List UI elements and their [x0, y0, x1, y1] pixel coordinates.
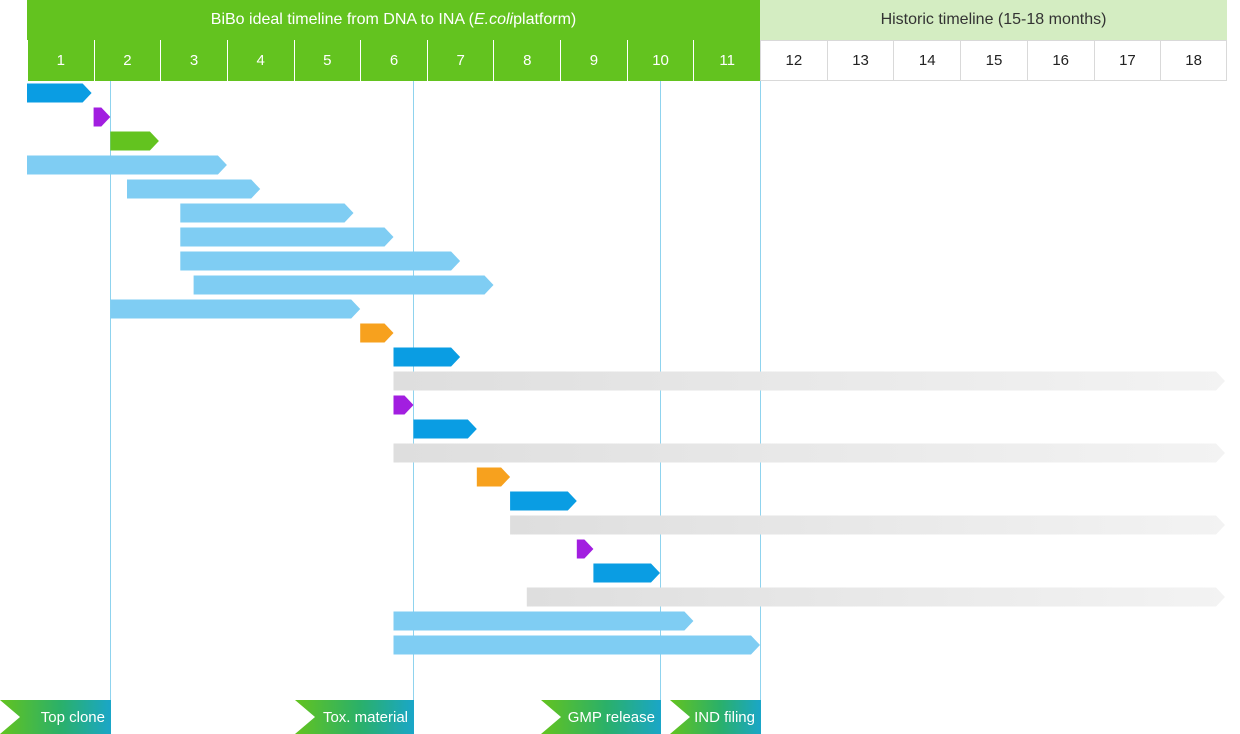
task-bar-18 — [510, 491, 577, 511]
month-1: 1 — [27, 40, 94, 81]
month-8: 8 — [493, 40, 561, 81]
task-bar-11 — [360, 323, 394, 343]
task-bar-19 — [510, 515, 1226, 535]
task-bar-16 — [393, 443, 1225, 463]
bibo-title-prefix: BiBo ideal timeline from DNA to INA ( — [210, 11, 474, 28]
task-bar-14 — [393, 395, 414, 415]
month-11: 11 — [693, 40, 760, 81]
task-bar-7 — [180, 227, 394, 247]
month-2: 2 — [93, 40, 161, 81]
task-bar-12 — [393, 347, 461, 367]
month-14: 14 — [893, 40, 961, 81]
milestone-line-4 — [760, 81, 761, 734]
month-10: 10 — [626, 40, 694, 81]
task-bar-3 — [110, 131, 159, 151]
task-bar-4 — [27, 155, 227, 175]
month-18: 18 — [1160, 40, 1227, 81]
task-bar-22 — [526, 587, 1225, 607]
historic-title: Historic timeline (15-18 months) — [880, 11, 1107, 28]
month-3: 3 — [160, 40, 227, 81]
bibo-title-suffix: platform) — [513, 11, 577, 28]
task-bar-17 — [476, 467, 511, 487]
task-bar-24 — [393, 635, 760, 655]
month-7: 7 — [426, 40, 494, 81]
task-bar-21 — [593, 563, 660, 583]
task-bar-5 — [127, 179, 261, 199]
month-16: 16 — [1026, 40, 1094, 81]
task-bars — [27, 83, 1226, 655]
month-9: 9 — [560, 40, 627, 81]
bibo-timeline-header: BiBo ideal timeline from DNA to INA (E.c… — [27, 0, 760, 40]
milestone-line-2 — [413, 81, 414, 734]
task-bar-8 — [180, 251, 461, 271]
milestone-top-clone: Top clone — [0, 700, 111, 734]
task-bar-2 — [93, 107, 111, 127]
month-13: 13 — [826, 40, 894, 81]
task-bar-23 — [393, 611, 694, 631]
milestone-tox-material: Tox. material — [295, 700, 414, 734]
task-bar-9 — [193, 275, 494, 295]
month-4: 4 — [226, 40, 294, 81]
historic-timeline-header: Historic timeline (15-18 months) — [760, 0, 1227, 40]
month-15: 15 — [960, 40, 1027, 81]
task-bar-13 — [393, 371, 1225, 391]
month-6: 6 — [360, 40, 427, 81]
milestone-line-1 — [110, 81, 111, 734]
month-5: 5 — [293, 40, 361, 81]
task-bar-6 — [180, 203, 354, 223]
milestone-ind-filing: IND filing — [670, 700, 761, 734]
milestone-gmp-release: GMP release — [541, 700, 661, 734]
month-12: 12 — [760, 40, 827, 81]
task-bar-15 — [413, 419, 477, 439]
task-bar-20 — [576, 539, 594, 559]
task-bar-10 — [110, 299, 361, 319]
month-17: 17 — [1093, 40, 1161, 81]
milestone-line-3 — [660, 81, 661, 734]
bibo-title-italic: E.coli — [473, 11, 514, 28]
task-bar-1 — [27, 83, 92, 103]
